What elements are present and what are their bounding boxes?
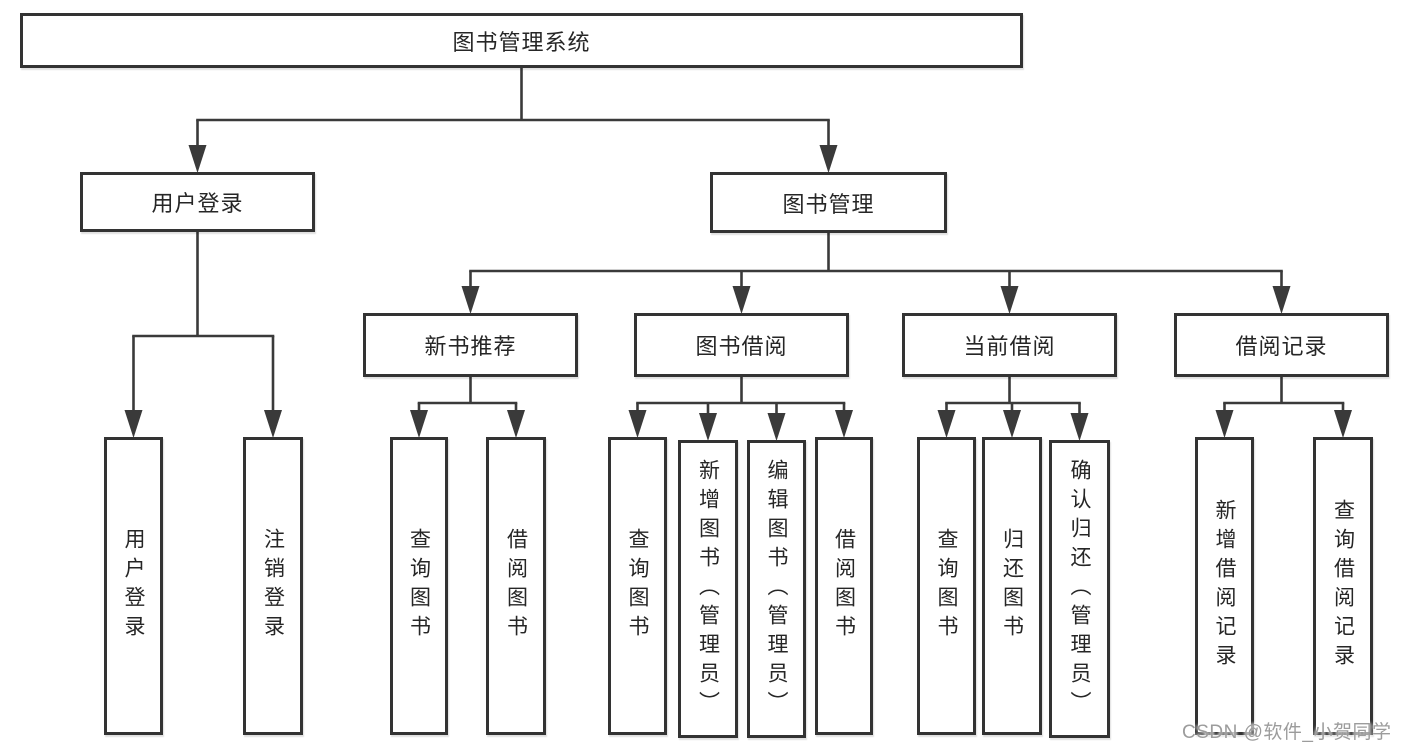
node-label: 图书管理	[782, 191, 875, 217]
node-label: 借阅图书	[504, 528, 528, 644]
arrowhead-down-icon	[732, 286, 751, 314]
node-library-system: 图书管理系统	[20, 13, 1023, 68]
arrowhead-down-icon	[1272, 286, 1291, 314]
node-label: 用户登录	[122, 528, 145, 644]
node-add-borrow-record: 新增借阅记录	[1195, 437, 1254, 735]
node-label: 借阅图书	[832, 528, 856, 644]
node-label: 确认归还（管理员）	[1068, 458, 1091, 720]
node-label: 借阅记录	[1235, 334, 1328, 359]
node-label: 新增图书（管理员）	[696, 458, 720, 720]
node-book-management: 图书管理	[710, 172, 947, 233]
node-label: 查询图书	[407, 528, 431, 644]
node-query-borrow-record: 查询借阅记录	[1313, 437, 1373, 735]
node-label: 新书推荐	[424, 334, 517, 359]
arrowhead-down-icon	[124, 410, 143, 438]
arrowhead-down-icon	[188, 145, 207, 173]
arrowhead-down-icon	[410, 410, 428, 438]
arrowhead-down-icon	[1070, 413, 1089, 441]
node-borrow-books-recommend: 借阅图书	[486, 437, 546, 735]
node-add-books-admin: 新增图书（管理员）	[678, 440, 738, 738]
node-label: 编辑图书（管理员）	[765, 458, 788, 720]
node-return-books: 归还图书	[982, 437, 1042, 735]
node-label: 图书管理系统	[452, 29, 591, 55]
node-label: 新增借阅记录	[1213, 499, 1236, 673]
watermark-text: CSDN @软件_小贺同学	[1182, 722, 1392, 743]
arrowhead-down-icon	[1334, 410, 1352, 438]
arrowhead-down-icon	[628, 410, 647, 438]
node-user-login-group: 用户登录	[80, 172, 315, 232]
node-label: 查询图书	[935, 528, 958, 644]
node-current-borrowing: 当前借阅	[902, 313, 1117, 377]
node-logout: 注销登录	[243, 437, 303, 735]
node-label: 注销登录	[261, 528, 285, 644]
node-borrow-books-borrowing: 借阅图书	[815, 437, 873, 735]
node-label: 图书借阅	[695, 334, 788, 359]
node-book-borrowing: 图书借阅	[634, 313, 849, 377]
node-query-books-borrowing: 查询图书	[608, 437, 667, 735]
arrowhead-down-icon	[507, 410, 525, 438]
node-label: 用户登录	[151, 191, 244, 216]
node-label: 查询借阅记录	[1331, 499, 1355, 673]
node-query-books-recommend: 查询图书	[390, 437, 448, 735]
node-user-login: 用户登录	[104, 437, 163, 735]
arrowhead-down-icon	[1215, 410, 1234, 438]
node-confirm-return-admin: 确认归还（管理员）	[1049, 440, 1110, 738]
node-query-books-current: 查询图书	[917, 437, 976, 735]
arrowhead-down-icon	[819, 145, 838, 173]
arrowhead-down-icon	[1000, 286, 1019, 314]
node-label: 当前借阅	[963, 334, 1056, 359]
node-borrowing-records: 借阅记录	[1174, 313, 1389, 377]
arrowhead-down-icon	[835, 410, 853, 438]
arrowhead-down-icon	[461, 286, 480, 314]
node-label: 归还图书	[1000, 528, 1024, 644]
node-edit-books-admin: 编辑图书（管理员）	[747, 440, 806, 738]
arrowhead-down-icon	[767, 413, 786, 441]
arrowhead-down-icon	[1003, 410, 1021, 438]
arrowhead-down-icon	[937, 410, 956, 438]
arrowhead-down-icon	[699, 413, 717, 441]
node-label: 查询图书	[626, 528, 649, 644]
node-new-book-recommend: 新书推荐	[363, 313, 578, 377]
arrowhead-down-icon	[264, 410, 282, 438]
